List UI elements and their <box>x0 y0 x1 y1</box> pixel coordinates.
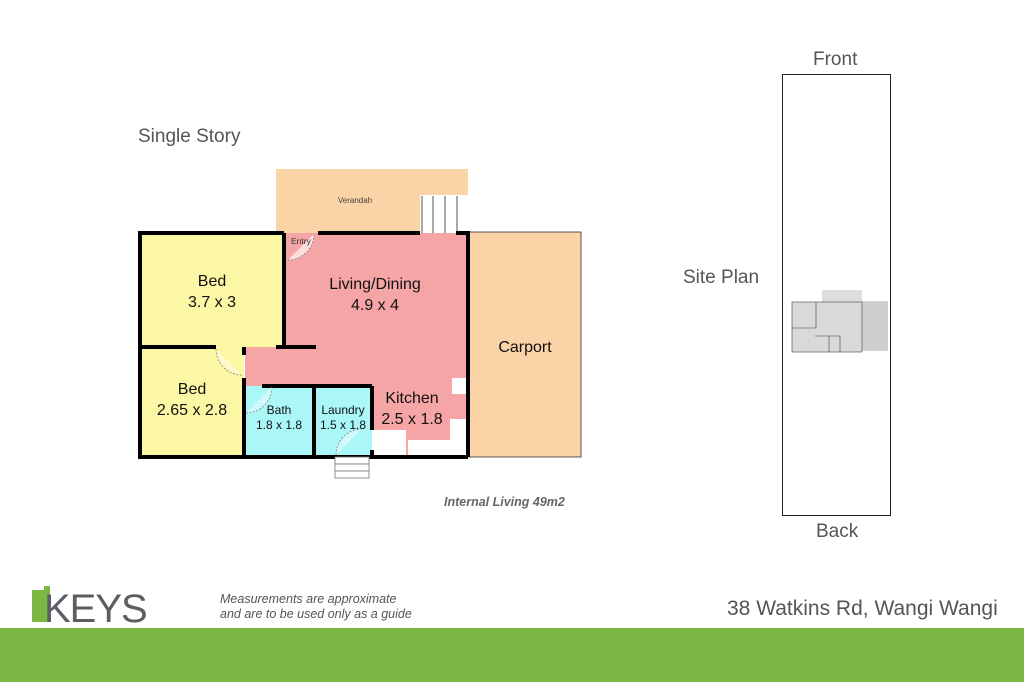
room-carport <box>468 231 582 458</box>
site-back-label: Back <box>816 521 859 542</box>
door-swings <box>215 233 363 456</box>
room-label-verandah: Verandah <box>338 196 372 205</box>
room-label-bed-1: Bed <box>198 273 226 290</box>
property-address: 38 Watkins Rd, Wangi Wangi <box>727 597 998 620</box>
room-label-bed-2: Bed <box>178 381 206 398</box>
site-plan-miniature <box>791 290 888 353</box>
room-living-dining <box>245 233 468 455</box>
brand-name: KEYS <box>44 587 147 626</box>
room-bed-1 <box>140 233 284 347</box>
room-label-entry: Entry <box>291 236 312 246</box>
room-dims-kitchen: 2.5 x 1.8 <box>381 411 442 428</box>
room-dims-bath: 1.8 x 1.8 <box>256 418 302 432</box>
site-front-label: Front <box>813 49 858 70</box>
story-label: Single Story <box>138 126 241 147</box>
keys-logo: KEYS <box>32 586 148 626</box>
room-label-laundry: Laundry <box>321 403 364 417</box>
room-dims-laundry: 1.5 x 1.8 <box>320 418 366 432</box>
room-dims-bed-1: 3.7 x 3 <box>188 294 236 311</box>
disclaimer-line-2: and are to be used only as a guide <box>220 607 412 621</box>
site-boundary <box>782 74 891 516</box>
room-bath <box>244 386 314 455</box>
site-plan-label: Site Plan <box>683 267 760 288</box>
footer-bar <box>0 628 1024 682</box>
internal-living-area: Internal Living 49m2 <box>444 495 565 509</box>
room-dims-bed-2: 2.65 x 2.8 <box>157 402 227 419</box>
key-mark-icon <box>32 586 50 622</box>
room-label-bath: Bath <box>267 403 292 417</box>
disclaimer: Measurements are approximate and are to … <box>220 592 412 622</box>
room-dims-living: 4.9 x 4 <box>351 297 399 314</box>
room-label-kitchen: Kitchen <box>385 390 438 407</box>
room-label-living: Living/Dining <box>329 276 421 293</box>
back-steps <box>334 456 370 479</box>
verandah-steps <box>421 196 458 233</box>
room-label-carport: Carport <box>498 339 552 356</box>
disclaimer-line-1: Measurements are approximate <box>220 592 397 606</box>
